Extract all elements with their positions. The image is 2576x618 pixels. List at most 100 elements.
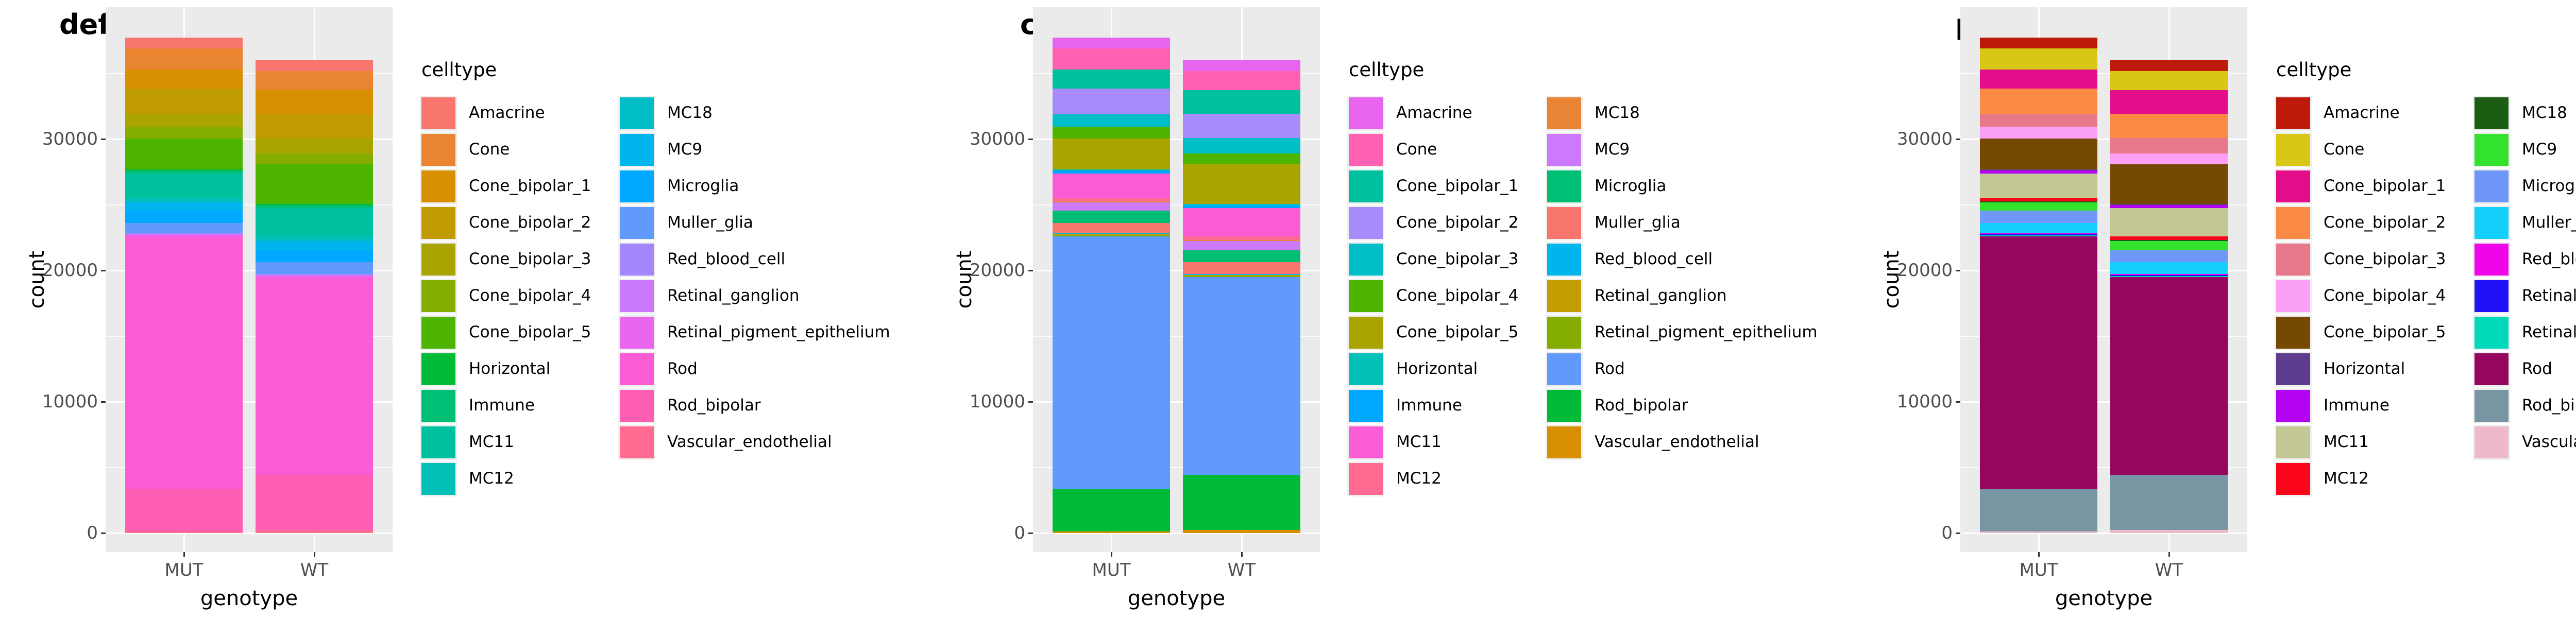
legend-label-mc18: MC18 <box>1595 104 1640 122</box>
bar-segment-red_blood_cell <box>256 274 373 275</box>
bar-segment-mc9 <box>2110 241 2228 250</box>
y-tick-label: 20000 <box>1896 260 1953 281</box>
legend-label-mc18: MC18 <box>2522 104 2567 122</box>
bar-segment-cone_bipolar_1 <box>1053 70 1170 89</box>
legend-label-cone: Cone <box>1396 140 1437 159</box>
bar-segment-mc18 <box>1053 201 1170 202</box>
legend-swatch-muller_glia <box>618 205 655 241</box>
bar-segment-rod_bipolar <box>2110 474 2228 530</box>
bar-segment-mc18 <box>256 240 373 242</box>
bar-segment-cone_bipolar_1 <box>125 70 243 89</box>
y-tick-label: 10000 <box>42 391 98 412</box>
legend-label-vascular_endothelial: Vascular_endothelial <box>1595 433 1759 451</box>
legend-label-immune: Immune <box>469 396 535 415</box>
bar-segment-cone_bipolar_5 <box>125 139 243 169</box>
y-tick-mark <box>101 138 106 140</box>
legend-swatch-cone_bipolar_5 <box>1347 315 1384 350</box>
legend-label-amacrine: Amacrine <box>1396 104 1472 122</box>
bar-segment-vascular_endothelial <box>256 529 373 533</box>
legend-label-muller_glia: Muller_glia <box>667 213 753 232</box>
legend-label-cone_bipolar_1: Cone_bipolar_1 <box>469 177 591 195</box>
legend-label-retinal_ganglion: Retinal_ganglion <box>2522 286 2576 305</box>
legend-label-mc11: MC11 <box>1396 433 1442 451</box>
legend-swatch-mc12 <box>420 461 457 496</box>
bar-segment-vascular_endothelial <box>1980 531 2097 533</box>
legend-swatch-mc18 <box>2473 96 2510 131</box>
bar-segment-amacrine <box>1183 60 1300 72</box>
legend-swatch-immune <box>1347 388 1384 423</box>
legend-label-vascular_endothelial: Vascular_endothelial <box>667 433 832 451</box>
bar-segment-red_blood_cell <box>1183 274 1300 275</box>
legend-label-cone_bipolar_3: Cone_bipolar_3 <box>2324 250 2446 268</box>
gridline-major <box>1033 269 1320 271</box>
bar-segment-cone_bipolar_2 <box>256 114 373 139</box>
bar-segment-muller_glia <box>1183 262 1300 274</box>
gridline-minor <box>1033 73 1320 74</box>
bar-segment-cone_bipolar_5 <box>1980 139 2097 169</box>
bar-segment-cone_bipolar_2 <box>1053 89 1170 115</box>
bar-segment-mc11 <box>1980 174 2097 198</box>
legend-swatch-cone_bipolar_2 <box>420 205 457 241</box>
bar-segment-retinal_pigment_epithelium <box>1053 235 1170 236</box>
bar-segment-cone_bipolar_4 <box>1980 127 2097 139</box>
bar-segment-cone_bipolar_4 <box>1053 127 1170 139</box>
legend-label-cone_bipolar_4: Cone_bipolar_4 <box>469 286 591 305</box>
legend-swatch-retinal_pigment_epithelium <box>618 315 655 350</box>
x-axis-title: genotype <box>1127 587 1226 610</box>
x-tick-label: MUT <box>1092 560 1131 580</box>
legend-swatch-amacrine <box>420 96 457 131</box>
legend-swatch-cone_bipolar_5 <box>2275 315 2312 350</box>
bar-segment-muller_glia <box>1053 222 1170 233</box>
gridline-major <box>1960 532 2247 534</box>
legend-label-cone: Cone <box>469 140 510 159</box>
legend-label-mc11: MC11 <box>2324 433 2369 451</box>
legend-swatch-microglia <box>1546 169 1583 204</box>
chart-panel: defaultcountgenotype0100002000030000MUTW… <box>0 0 927 618</box>
bar-segment-red_blood_cell <box>1980 233 2097 234</box>
y-tick-mark <box>1956 401 1960 403</box>
x-tick-mark <box>2168 552 2170 557</box>
bar-segment-horizontal <box>2110 204 2228 205</box>
legend-swatch-cone_bipolar_3 <box>420 242 457 277</box>
legend-swatch-rod_bipolar <box>2473 388 2510 423</box>
bar-segment-retinal_pigment_epithelium <box>1980 235 2097 236</box>
bar-segment-cone_bipolar_2 <box>125 89 243 115</box>
legend-label-mc12: MC12 <box>2324 469 2369 488</box>
bar-segment-amacrine <box>1053 38 1170 49</box>
bar-segment-mc18 <box>2110 240 2228 242</box>
bar-segment-retinal_ganglion <box>256 274 373 277</box>
legend-label-amacrine: Amacrine <box>469 104 545 122</box>
legend-label-rod_bipolar: Rod_bipolar <box>2522 396 2576 415</box>
bar-segment-retinal_pigment_epithelium <box>2110 276 2228 277</box>
gridline-major <box>1033 401 1320 403</box>
legend-swatch-amacrine <box>1347 96 1384 131</box>
bar-segment-retinal_pigment_epithelium <box>1183 276 1300 277</box>
legend-swatch-mc18 <box>618 96 655 131</box>
bar-segment-rod <box>1980 236 2097 489</box>
legend-swatch-mc11 <box>1347 425 1384 460</box>
x-axis-title: genotype <box>2055 587 2153 610</box>
bar-segment-amacrine <box>2110 60 2228 72</box>
bar-segment-rod <box>125 236 243 489</box>
legend-label-retinal_pigment_epithelium: Retinal_pigment_epithelium <box>1595 323 1818 341</box>
x-tick-label: WT <box>1227 560 1256 580</box>
legend-swatch-vascular_endothelial <box>618 425 655 460</box>
bar-segment-mc18 <box>1183 240 1300 242</box>
gridline-minor <box>106 73 393 74</box>
bar-segment-vascular_endothelial <box>2110 529 2228 533</box>
bar-segment-cone_bipolar_1 <box>2110 90 2228 114</box>
legend-swatch-microglia <box>2473 169 2510 204</box>
bar-segment-retinal_ganglion <box>2110 274 2228 277</box>
bar-segment-horizontal <box>1183 204 1300 205</box>
legend-label-red_blood_cell: Red_blood_cell <box>667 250 786 268</box>
bar-segment-cone_bipolar_2 <box>2110 114 2228 139</box>
bar-segment-red_blood_cell <box>2110 274 2228 275</box>
legend-label-mc9: MC9 <box>1595 140 1630 159</box>
bar-segment-mc11 <box>125 174 243 198</box>
legend-label-retinal_pigment_epithelium: Retinal_pigment_epithelium <box>667 323 890 341</box>
legend-title: celltype <box>421 59 497 81</box>
legend-swatch-cone_bipolar_2 <box>2275 205 2312 241</box>
y-tick-label: 0 <box>1014 523 1025 543</box>
gridline-major <box>106 269 393 271</box>
legend-label-cone_bipolar_2: Cone_bipolar_2 <box>1396 213 1519 232</box>
